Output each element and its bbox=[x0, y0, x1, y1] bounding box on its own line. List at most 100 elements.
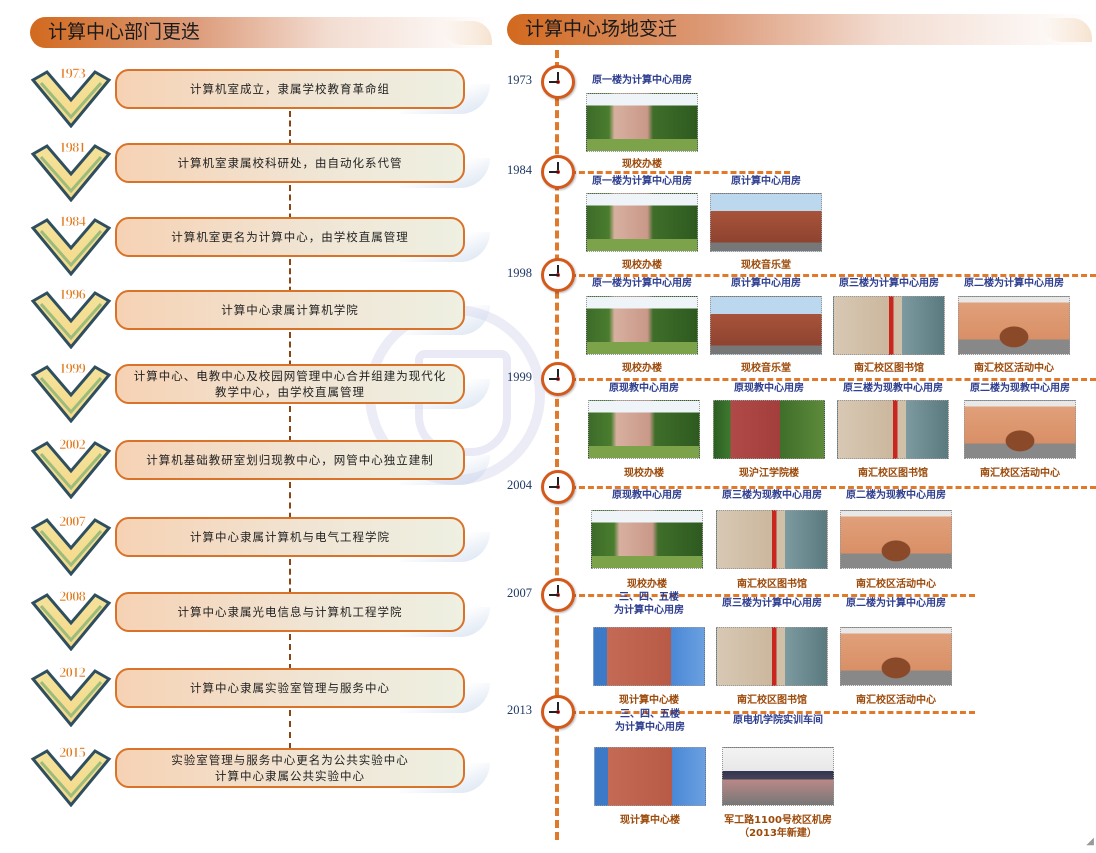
era-year-label: 2004 bbox=[507, 478, 532, 492]
year-label: 2002 bbox=[59, 437, 87, 454]
right-section-title: 计算中心场地变迁 bbox=[507, 14, 1092, 45]
former-use-label: 原二楼为计算中心用房 bbox=[964, 278, 1064, 289]
former-use-label: 三、四、五楼 为计算中心用房 bbox=[614, 592, 684, 616]
building-photo-office bbox=[586, 93, 698, 152]
department-event-box: 实验室管理与服务中心更名为公共实验中心 计算中心隶属公共实验中心 bbox=[115, 748, 465, 788]
building-photo-activity bbox=[840, 627, 952, 686]
department-event-box: 计算中心、电教中心及校园网管理中心合并组建为现代化 教学中心，由学校直属管理 bbox=[115, 364, 465, 404]
current-use-label: 现校办楼 bbox=[582, 578, 712, 591]
right-title-text: 计算中心场地变迁 bbox=[525, 18, 678, 40]
clock-center-dot bbox=[556, 710, 560, 714]
clock-center-dot bbox=[556, 485, 560, 489]
current-use-label: 南汇校区图书馆 bbox=[707, 694, 837, 707]
year-chevron: 2002 bbox=[30, 437, 112, 500]
left-title-text: 计算中心部门更迭 bbox=[48, 21, 201, 43]
era-divider-line bbox=[570, 594, 975, 597]
former-use-label: 原计算中心用房 bbox=[731, 278, 801, 289]
building-photo-library bbox=[833, 296, 945, 355]
year-label: 1973 bbox=[59, 66, 87, 83]
department-event-box: 计算机基础教研室划归现教中心，网管中心独立建制 bbox=[115, 440, 465, 480]
department-event-box: 计算机室成立，隶属学校教育革命组 bbox=[115, 69, 465, 109]
year-label: 1984 bbox=[59, 214, 87, 231]
building-photo-library bbox=[716, 510, 828, 569]
building-photo-office bbox=[586, 193, 698, 252]
year-chevron: 2015 bbox=[30, 745, 112, 808]
clock-icon bbox=[541, 258, 575, 292]
chevron-down-icon bbox=[30, 441, 112, 500]
former-use-label: 三、四、五楼 为计算中心用房 bbox=[615, 709, 685, 733]
former-use-label: 原三楼为现教中心用房 bbox=[843, 383, 943, 394]
year-chevron: 2007 bbox=[30, 514, 112, 577]
clock-icon bbox=[541, 362, 575, 396]
era-divider-line bbox=[570, 378, 1096, 381]
building-photo-activity bbox=[964, 400, 1076, 459]
era-divider-line bbox=[570, 486, 1096, 489]
current-use-label: 南汇校区图书馆 bbox=[828, 467, 958, 480]
resize-corner-icon: ◢ bbox=[1086, 836, 1094, 847]
former-use-label: 原二楼为现教中心用房 bbox=[970, 383, 1070, 394]
chevron-down-icon bbox=[30, 70, 112, 129]
current-use-label: 现校音乐堂 bbox=[701, 362, 831, 375]
former-use-label: 原一楼为计算中心用房 bbox=[592, 278, 692, 289]
current-use-label: 现校办楼 bbox=[577, 158, 707, 171]
year-chevron: 1999 bbox=[30, 361, 112, 424]
era-year-label: 1984 bbox=[507, 163, 532, 177]
year-label: 2015 bbox=[59, 745, 87, 762]
current-use-label: 南汇校区活动中心 bbox=[831, 694, 961, 707]
former-use-label: 原三楼为计算中心用房 bbox=[722, 598, 822, 609]
year-chevron: 1981 bbox=[30, 140, 112, 203]
clock-center-dot bbox=[556, 377, 560, 381]
current-use-label: 现校办楼 bbox=[579, 467, 709, 480]
former-use-label: 原现教中心用房 bbox=[734, 383, 804, 394]
era-year-label: 1973 bbox=[507, 73, 532, 87]
chevron-down-icon bbox=[30, 144, 112, 203]
current-use-label: 现校办楼 bbox=[577, 362, 707, 375]
clock-icon bbox=[541, 470, 575, 504]
building-photo-lab bbox=[722, 747, 834, 806]
chevron-down-icon bbox=[30, 669, 112, 728]
clock-icon bbox=[541, 695, 575, 729]
year-label: 2007 bbox=[59, 514, 87, 531]
clock-center-dot bbox=[556, 273, 560, 277]
department-event-box: 计算中心隶属计算机与电气工程学院 bbox=[115, 517, 465, 557]
era-year-label: 2007 bbox=[507, 586, 532, 600]
era-divider-line bbox=[570, 711, 975, 714]
year-chevron: 2012 bbox=[30, 665, 112, 728]
department-event-box: 计算中心隶属实验室管理与服务中心 bbox=[115, 668, 465, 708]
former-use-label: 原二楼为计算中心用房 bbox=[846, 598, 946, 609]
clock-icon bbox=[541, 578, 575, 612]
former-use-label: 原三楼为计算中心用房 bbox=[839, 278, 939, 289]
building-photo-activity bbox=[840, 510, 952, 569]
title-decoration bbox=[442, 21, 492, 45]
building-photo-tower bbox=[594, 747, 706, 806]
current-use-label: 南汇校区活动中心 bbox=[831, 578, 961, 591]
current-use-label: 现沪江学院楼 bbox=[704, 467, 834, 480]
current-use-label: 军工路1100号校区机房 （2013年新建） bbox=[713, 814, 843, 840]
current-use-label: 现校办楼 bbox=[577, 259, 707, 272]
era-year-label: 1998 bbox=[507, 266, 532, 280]
building-photo-hujiang bbox=[713, 400, 825, 459]
year-label: 1999 bbox=[59, 361, 87, 378]
department-event-box: 计算中心隶属计算机学院 bbox=[115, 290, 465, 330]
building-photo-hall bbox=[710, 193, 822, 252]
current-use-label: 现计算中心楼 bbox=[584, 694, 714, 707]
year-label: 2012 bbox=[59, 665, 87, 682]
chevron-down-icon bbox=[30, 365, 112, 424]
chevron-down-icon bbox=[30, 218, 112, 277]
clock-center-dot bbox=[556, 80, 560, 84]
building-photo-hall bbox=[710, 296, 822, 355]
current-use-label: 南汇校区活动中心 bbox=[955, 467, 1085, 480]
clock-icon bbox=[541, 65, 575, 99]
era-year-label: 1999 bbox=[507, 370, 532, 384]
left-section-title: 计算中心部门更迭 bbox=[30, 17, 492, 48]
year-chevron: 1973 bbox=[30, 66, 112, 129]
department-event-box: 计算机室更名为计算中心，由学校直属管理 bbox=[115, 217, 465, 257]
current-use-label: 南汇校区图书馆 bbox=[824, 362, 954, 375]
era-divider-line bbox=[570, 171, 790, 174]
venue-timeline-axis bbox=[555, 50, 559, 840]
building-photo-office bbox=[591, 510, 703, 569]
year-label: 2008 bbox=[59, 589, 87, 606]
year-chevron: 2008 bbox=[30, 589, 112, 652]
title-decoration bbox=[1042, 18, 1092, 42]
current-use-label: 南汇校区图书馆 bbox=[707, 578, 837, 591]
